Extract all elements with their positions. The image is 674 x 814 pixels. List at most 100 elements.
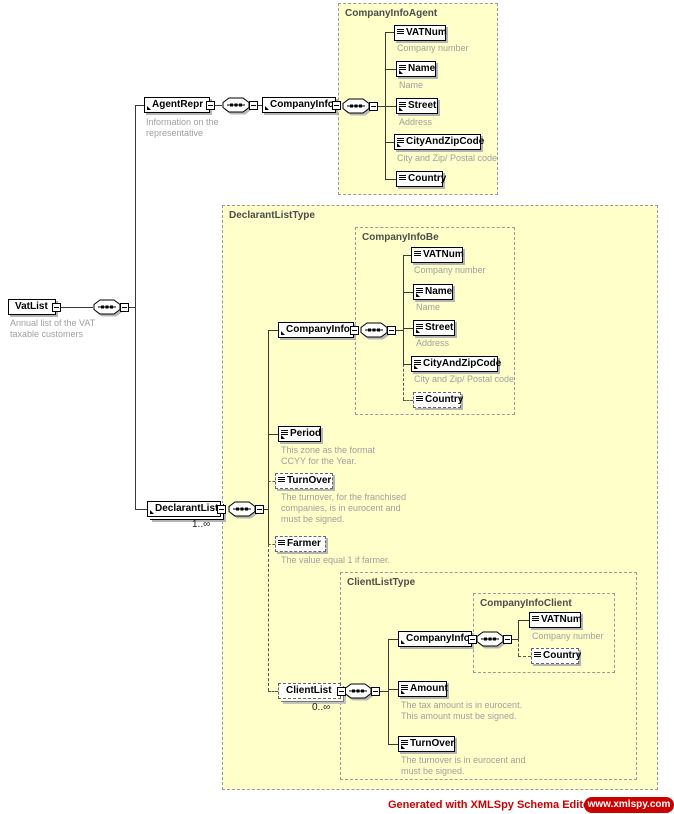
sequence-connector-icon[interactable] — [360, 322, 388, 338]
connector-line — [385, 32, 395, 33]
element-companyinfo-be[interactable]: CompanyInfo — [278, 322, 359, 338]
expand-toggle[interactable] — [52, 303, 61, 312]
xmlspy-link[interactable]: www.xmlspy.com — [584, 797, 674, 813]
element-amount[interactable]: Amount — [398, 681, 448, 697]
annotation: Annual list of the VAT taxable customers — [10, 318, 96, 339]
container-label: DeclarantListType — [229, 210, 315, 221]
expand-toggle[interactable] — [387, 326, 396, 335]
connector-line — [268, 691, 278, 692]
element-label: Period — [290, 428, 322, 439]
connector-line — [268, 544, 275, 545]
element-label: AgentRepr — [152, 99, 204, 110]
element-label: DeclarantList — [155, 503, 219, 514]
expand-toggle[interactable] — [249, 101, 258, 110]
annotation: Address — [416, 338, 450, 348]
text-content-icon — [416, 288, 423, 293]
element-companyinfo-client[interactable]: CompanyInfo — [398, 631, 477, 647]
element-label: Farmer — [287, 538, 321, 549]
element-label: CompanyInfo — [286, 324, 350, 335]
element-turnover-declarant[interactable]: TurnOver — [275, 473, 333, 489]
sequence-connector-icon[interactable] — [222, 97, 250, 113]
element-farmer[interactable]: Farmer — [275, 536, 326, 552]
element-turnover-client[interactable]: TurnOver — [398, 736, 455, 752]
element-declarantlist[interactable]: DeclarantList — [147, 501, 226, 517]
element-label: VatList — [15, 301, 48, 312]
text-content-icon — [401, 685, 408, 690]
element-street-be[interactable]: Street — [413, 320, 455, 336]
annotation: Name — [399, 80, 424, 90]
element-label: Street — [408, 100, 437, 111]
element-label: Country — [408, 173, 447, 184]
connector-line — [403, 364, 412, 365]
expand-toggle[interactable] — [503, 635, 512, 644]
element-country-client[interactable]: Country — [531, 648, 582, 664]
element-name-agent[interactable]: Name — [396, 61, 436, 77]
text-content-icon — [401, 740, 408, 745]
element-country-agent[interactable]: Country — [396, 171, 447, 187]
annotation: Company number — [532, 631, 604, 641]
connector-line — [56, 307, 93, 308]
element-cityandzipcode-agent[interactable]: CityAndZipCode — [394, 134, 484, 150]
annotation: City and Zip/ Postal code — [414, 374, 515, 384]
connector-line — [385, 106, 396, 107]
expand-toggle[interactable] — [217, 505, 226, 514]
expand-toggle[interactable] — [350, 326, 359, 335]
expand-toggle[interactable] — [120, 303, 129, 312]
sequence-connector-icon[interactable] — [93, 299, 121, 315]
element-period[interactable]: Period — [278, 426, 321, 442]
expand-toggle[interactable] — [369, 102, 378, 111]
element-agentrepr[interactable]: AgentRepr — [144, 97, 215, 113]
sequence-connector-icon[interactable] — [342, 98, 370, 114]
text-content-icon — [278, 540, 285, 545]
element-street-agent[interactable]: Street — [396, 98, 438, 114]
connector-line — [403, 292, 413, 293]
connector-line — [403, 364, 404, 400]
connector-line — [212, 105, 222, 106]
annotation: Company number — [414, 265, 486, 275]
connector-line — [518, 620, 519, 639]
text-content-icon — [399, 102, 406, 107]
element-country-be[interactable]: Country — [413, 392, 463, 408]
container-label: CompanyInfoAgent — [345, 8, 438, 19]
arrow-icon — [401, 690, 405, 694]
element-vatnum-agent[interactable]: VATNum — [394, 25, 447, 41]
container-label: ClientListType — [347, 577, 416, 588]
sequence-connector-icon[interactable] — [344, 683, 372, 699]
element-clientlist[interactable]: ClientList — [278, 683, 346, 699]
connector-line — [403, 255, 412, 256]
text-content-icon — [397, 138, 404, 143]
connector-line — [268, 330, 278, 331]
expand-toggle[interactable] — [332, 101, 341, 110]
expand-toggle[interactable] — [371, 687, 380, 696]
element-label: Name — [408, 63, 436, 74]
container-label: CompanyInfoBe — [362, 232, 439, 243]
expand-toggle[interactable] — [206, 101, 215, 110]
arrow-icon — [147, 106, 151, 110]
connector-line — [380, 691, 388, 692]
text-content-icon — [534, 652, 541, 657]
element-companyinfo-agent[interactable]: CompanyInfo — [262, 97, 341, 113]
sequence-connector-icon[interactable] — [228, 501, 256, 517]
text-content-icon — [397, 29, 404, 34]
expand-toggle[interactable] — [255, 505, 264, 514]
text-content-icon — [278, 477, 285, 482]
connector-line — [385, 32, 386, 179]
expand-toggle[interactable] — [468, 635, 477, 644]
text-content-icon — [532, 616, 539, 621]
text-content-icon — [416, 324, 423, 329]
element-label: Country — [543, 650, 582, 661]
element-vatnum-client[interactable]: VATNum — [529, 612, 582, 628]
annotation: Name — [416, 302, 441, 312]
expand-toggle[interactable] — [337, 687, 346, 696]
element-vatnum-be[interactable]: VATNum — [411, 247, 464, 263]
element-cityandzipcode-be[interactable]: CityAndZipCode — [411, 356, 501, 372]
element-vatlist[interactable]: VatList — [8, 299, 61, 315]
connector-line — [512, 639, 518, 640]
sequence-connector-icon[interactable] — [476, 631, 504, 647]
text-content-icon — [414, 360, 421, 365]
arrow-icon — [414, 365, 418, 369]
connector-line — [403, 255, 404, 364]
connector-line — [258, 105, 262, 106]
element-label: VATNum — [423, 249, 464, 260]
element-name-be[interactable]: Name — [413, 284, 453, 300]
